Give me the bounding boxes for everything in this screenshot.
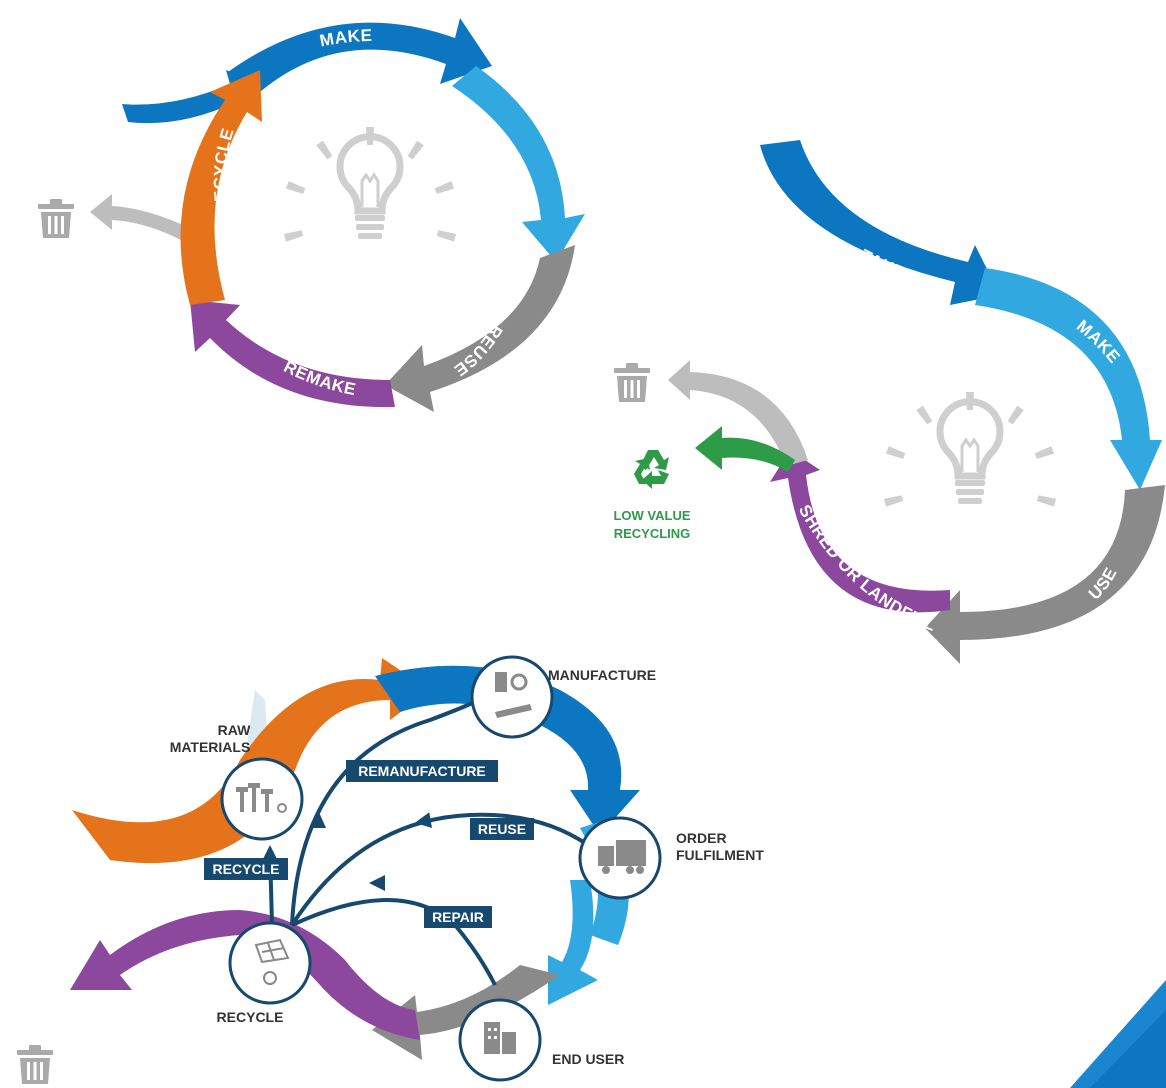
end-user-node: [458, 998, 542, 1082]
remanufacture-tag: REMANUFACTURE: [346, 760, 498, 782]
use-arrow: [452, 66, 585, 262]
svg-text:RECYCLE: RECYCLE: [213, 861, 280, 877]
svg-text:REMANUFACTURE: REMANUFACTURE: [358, 763, 486, 779]
svg-text:REUSE: REUSE: [478, 821, 526, 837]
trash-bin-icon: [17, 1045, 53, 1084]
loop-arrowheads: [262, 810, 432, 891]
take-arrow: [760, 140, 1000, 305]
discard-arrow: [70, 910, 420, 1040]
circular-diagram: MAKE USE REUSE REMAKE RECYCLE: [38, 18, 585, 412]
recycle-icon: [634, 450, 669, 489]
waste-arrow: [90, 194, 198, 246]
waste-arrow-2: [668, 360, 808, 466]
manufacture-node: [470, 655, 554, 739]
low-value-label-1: LOW VALUE: [613, 508, 690, 523]
low-value-label-2: RECYCLING: [614, 526, 691, 541]
low-value-recycling-arrow: [695, 426, 795, 472]
lifecycle-diagram: MANUFACTURE RAW MATERIALS ORDER FULFILME…: [17, 655, 764, 1084]
recycle-tag: RECYCLE: [204, 858, 288, 880]
order-label-1: ORDER: [676, 830, 727, 846]
repair-tag: REPAIR: [424, 906, 492, 928]
raw-materials-label-2: MATERIALS: [170, 739, 251, 755]
trash-bin-icon: [614, 363, 650, 402]
reuse-tag: REUSE: [470, 818, 534, 840]
manufacture-arrow: [375, 665, 640, 835]
order-label-2: FULFILMENT: [676, 847, 764, 863]
light-bulb-icon: [284, 127, 456, 242]
light-bulb-icon: [884, 392, 1056, 507]
use-arrow-2: [925, 485, 1165, 664]
raw-materials-node: [220, 757, 304, 841]
reuse-arrow: [385, 245, 575, 412]
make-arrow-2: [975, 268, 1162, 490]
inflow-arrow: [122, 70, 262, 124]
recycle-node-label: RECYCLE: [217, 1009, 284, 1025]
linear-diagram: TAKE MAKE USE SHRED OR LANDFILL LOW VALU…: [613, 140, 1165, 664]
solar-panel-icon: [254, 938, 290, 985]
order-fulfilment-node: [578, 816, 662, 900]
recycle-node: [228, 921, 312, 1005]
fulfilment-arrow: [548, 880, 598, 1005]
bolts-icon: [236, 783, 287, 813]
recycle-arrow: [180, 70, 262, 305]
svg-text:REPAIR: REPAIR: [432, 909, 484, 925]
make-arrow: [228, 18, 492, 92]
corner-accent-band: [1070, 980, 1166, 1088]
buildings-icon: [484, 1022, 516, 1054]
manufacture-label: MANUFACTURE: [548, 667, 656, 683]
truck-icon: [598, 840, 646, 874]
end-user-label: END USER: [552, 1051, 624, 1067]
factory-icon: [495, 672, 532, 718]
remake-arrow: [190, 300, 395, 408]
trash-bin-icon: [38, 199, 74, 238]
raw-materials-label-1: RAW: [218, 722, 251, 738]
shred-landfill-label: SHRED OR LANDFILL: [795, 502, 939, 635]
